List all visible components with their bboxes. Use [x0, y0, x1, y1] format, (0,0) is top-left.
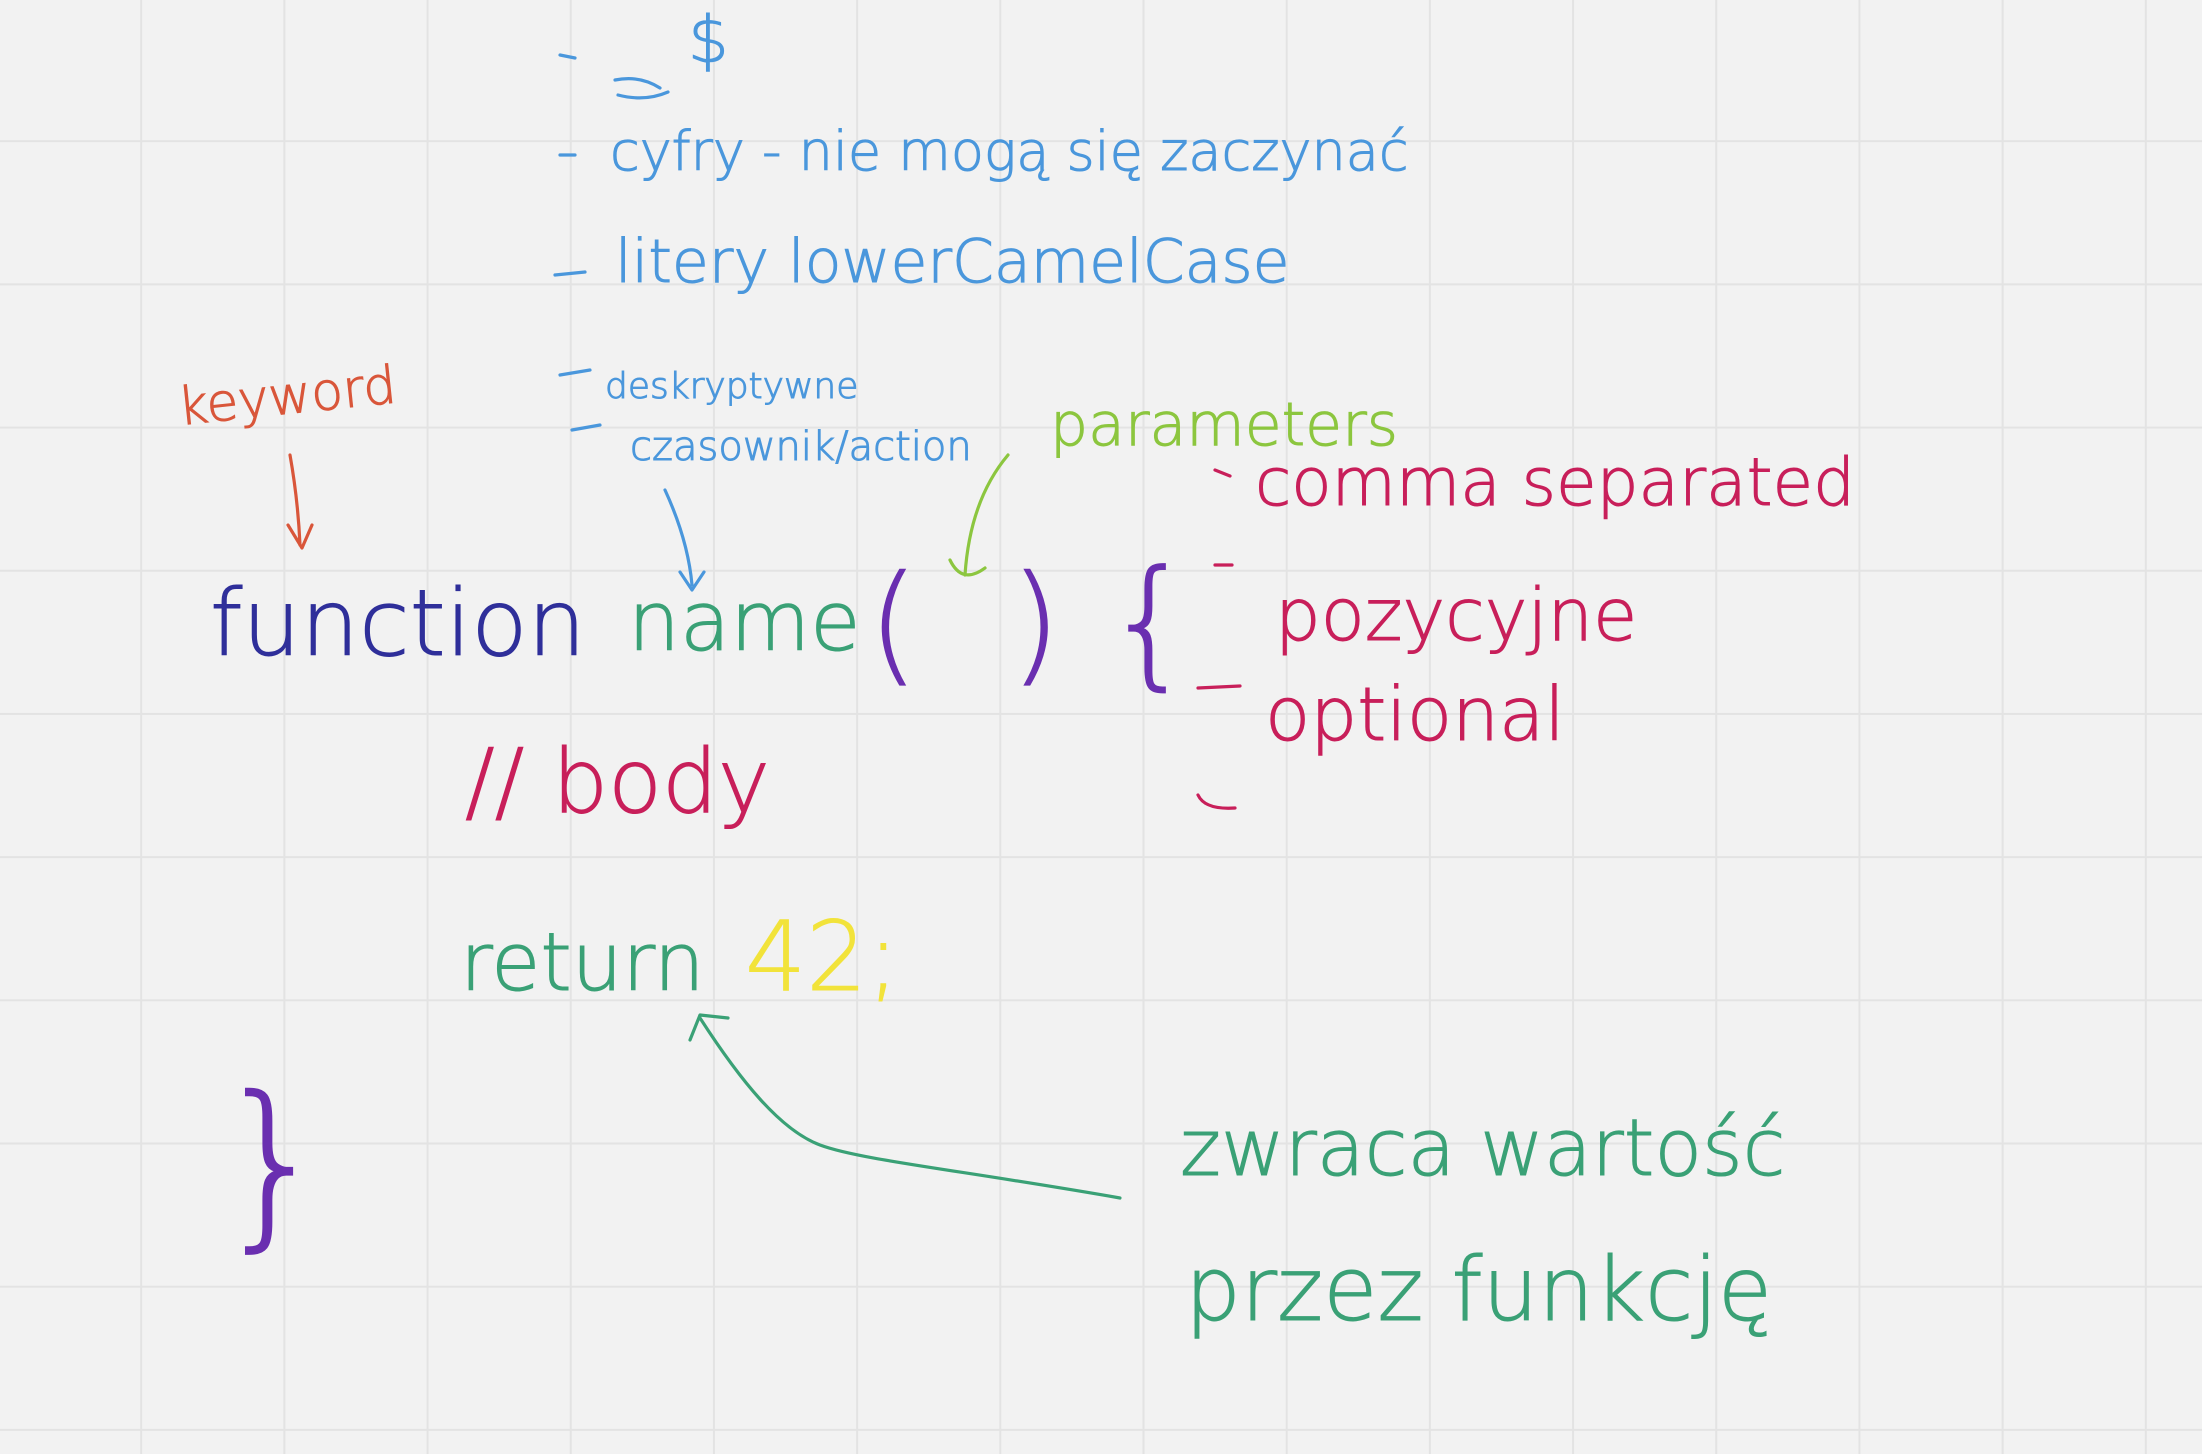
- return-note-line1: zwraca wartość: [1180, 1104, 1786, 1194]
- param-optional: optional: [1265, 672, 1565, 758]
- bullet-dash: [553, 270, 587, 277]
- arrow-up-icon: [688, 1013, 1122, 1200]
- param-positional: pozycyjne: [1275, 573, 1637, 657]
- arrow-down-icon: [948, 453, 1010, 577]
- return-annotation: zwraca wartość przez funkcję: [688, 1013, 1786, 1342]
- dollar-sign: $: [688, 4, 729, 78]
- digits-rule: cyfry - nie mogą się zaczynać: [610, 120, 1409, 183]
- return-note-line2: przez funkcję: [1185, 1238, 1772, 1341]
- parameters-annotation: parameters: [948, 390, 1399, 577]
- bullet-dash: [1213, 468, 1232, 478]
- verb-note: czasownik/action: [630, 424, 972, 470]
- code-open-brace: {: [1105, 541, 1194, 704]
- descriptive-note: deskryptywne: [605, 366, 858, 407]
- arrow-mark: [558, 368, 592, 377]
- bullet-dash: [1196, 684, 1242, 690]
- code-open-paren: (: [868, 547, 919, 699]
- parameter-rules: comma separated pozycyjne optional: [1196, 444, 1855, 810]
- bullet-dash: [558, 53, 577, 60]
- code-close-brace: }: [215, 1059, 330, 1268]
- bullet-dash: [1196, 793, 1237, 810]
- code-return-keyword: return: [460, 916, 705, 1009]
- keyword-label: keyword: [175, 355, 399, 438]
- code-body-comment: // body: [465, 730, 770, 833]
- arrow-down-icon: [663, 488, 706, 592]
- arrow-down-icon: [286, 453, 314, 550]
- arrow-mark: [613, 77, 670, 100]
- naming-rules-notes: $ cyfry - nie mogą się zaczynać litery l…: [553, 4, 1409, 592]
- parameters-label: parameters: [1050, 390, 1398, 460]
- code-function-name: name: [628, 575, 861, 670]
- arrow-mark: [570, 423, 602, 432]
- param-comma-separated: comma separated: [1255, 444, 1855, 521]
- code-return-value: 42;: [745, 901, 900, 1013]
- code-function-keyword: function: [210, 570, 586, 677]
- code-close-paren: ): [1010, 547, 1061, 699]
- letters-rule: litery lowerCamelCase: [615, 227, 1290, 297]
- keyword-annotation: keyword: [175, 355, 400, 550]
